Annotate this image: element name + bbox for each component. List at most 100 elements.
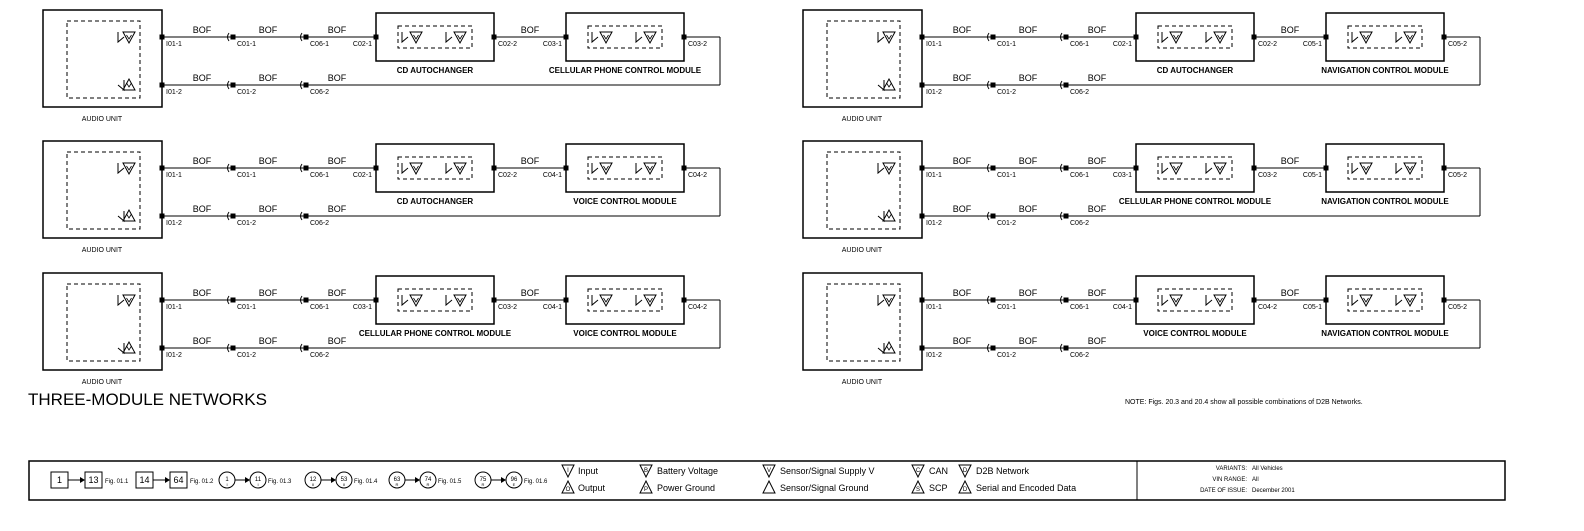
ref-sub: II	[343, 482, 345, 487]
pin-label: C06-2	[310, 352, 329, 359]
transceiver-arrow-icon	[1161, 32, 1169, 44]
pin-label: I01-1	[926, 304, 942, 311]
v-mark-icon	[1363, 34, 1369, 40]
bof-label: BOF	[1088, 156, 1107, 166]
pin-label: C03-2	[498, 304, 517, 311]
module-inner-box	[1157, 156, 1233, 180]
connector-pin	[230, 165, 236, 171]
inline-connector-icon	[987, 211, 990, 221]
bof-label: BOF	[328, 156, 347, 166]
input-symbol-icon	[1213, 31, 1227, 45]
transceiver-arrow-icon	[117, 163, 125, 175]
pin-label: I01-2	[926, 220, 942, 227]
output-symbol-icon	[122, 208, 136, 222]
pin-label: C01-2	[237, 220, 256, 227]
pin-label: C06-2	[1070, 220, 1089, 227]
v-mark-icon	[413, 34, 419, 40]
transceiver-arrow-icon	[877, 80, 885, 92]
bof-label: BOF	[193, 336, 212, 346]
ref-from: 14	[139, 475, 149, 485]
audio-unit-box	[42, 9, 163, 108]
pin-label: C02-1	[353, 172, 372, 179]
pin-label: I01-2	[166, 220, 182, 227]
module-box	[1325, 275, 1445, 325]
pin-label: I01-2	[166, 352, 182, 359]
v-mark-icon	[413, 297, 419, 303]
ref-from: 12	[310, 477, 317, 483]
connector-pin	[1063, 165, 1069, 171]
input-symbol-icon-letter: I	[567, 468, 569, 474]
pin-label: C04-2	[688, 304, 707, 311]
input-symbol-icon	[882, 162, 896, 176]
module-inner-box	[397, 156, 473, 180]
pin-label: C05-1	[1303, 172, 1322, 179]
info-value: All Vehicles	[1252, 466, 1283, 472]
v-mark-icon	[126, 34, 132, 40]
pin-label: C05-2	[1448, 304, 1467, 311]
input-symbol-icon	[453, 294, 467, 308]
pin-label: I01-1	[926, 41, 942, 48]
output-symbol-icon	[882, 340, 896, 354]
sensor-supply-icon-letter: V	[767, 468, 771, 474]
audio-unit-label: AUDIO UNIT	[82, 379, 123, 386]
d2b-network-icon	[958, 464, 972, 479]
ref-arrowhead-icon	[415, 477, 420, 483]
d2b-network-icon-letter: D	[963, 468, 968, 474]
bof-label: BOF	[1019, 336, 1038, 346]
v-mark-icon	[1173, 297, 1179, 303]
transceiver-arrow-icon	[1351, 163, 1359, 175]
legend-scp: SCP	[929, 483, 948, 493]
legend-serial: Serial and Encoded Data	[976, 483, 1076, 493]
note-text: NOTE: Figs. 20.3 and 20.4 show all possi…	[1125, 399, 1363, 406]
inline-connector-icon	[300, 295, 303, 305]
inline-connector-icon	[227, 343, 230, 353]
inline-connector-icon	[1060, 343, 1063, 353]
bof-label: BOF	[1281, 156, 1300, 166]
connector-pin	[990, 213, 996, 219]
pin-label: C02-2	[498, 41, 517, 48]
input-symbol-icon	[409, 294, 423, 308]
connector-pin	[303, 213, 309, 219]
input-symbol-icon	[1169, 162, 1183, 176]
bof-label: BOF	[1019, 156, 1038, 166]
pin-label: I01-2	[926, 89, 942, 96]
ref-sub: R	[396, 482, 399, 487]
legend-power-ground: Power Ground	[657, 483, 715, 493]
transceiver-arrow-icon	[117, 32, 125, 44]
connector-pin	[990, 34, 996, 40]
pin-label: C04-1	[543, 172, 562, 179]
bof-label: BOF	[953, 73, 972, 83]
legend-can: CAN	[929, 466, 948, 476]
pin-label: C06-2	[1070, 352, 1089, 359]
v-mark-icon	[647, 34, 653, 40]
pin-label: C02-1	[1113, 41, 1132, 48]
ref-circle	[505, 471, 523, 489]
module-inner-box	[1347, 288, 1423, 312]
v-mark-icon	[886, 34, 892, 40]
module-label: VOICE CONTROL MODULE	[573, 329, 677, 338]
legend-sensor-supply: Sensor/Signal Supply V	[780, 466, 875, 476]
ref-sub: R	[482, 482, 485, 487]
ref-fig: Fig. 01.5	[438, 479, 462, 485]
audio-unit-label: AUDIO UNIT	[842, 247, 883, 254]
pin-label: C01-1	[997, 172, 1016, 179]
v-mark-icon	[1217, 165, 1223, 171]
transceiver-arrow-icon	[117, 343, 125, 355]
module-label: VOICE CONTROL MODULE	[573, 197, 677, 206]
transceiver-arrow-icon	[591, 32, 599, 44]
input-symbol-icon	[643, 294, 657, 308]
scp-icon	[911, 479, 925, 494]
ref-fig: Fig. 01.3	[268, 479, 292, 485]
input-symbol-icon	[599, 294, 613, 308]
v-mark-icon	[1363, 165, 1369, 171]
ref-circle	[249, 471, 267, 489]
v-mark-icon	[886, 213, 892, 219]
bof-label: BOF	[1088, 73, 1107, 83]
bof-label: BOF	[953, 204, 972, 214]
pin-label: C01-1	[997, 304, 1016, 311]
pin-label: I01-2	[166, 89, 182, 96]
transceiver-arrow-icon	[1395, 295, 1403, 307]
v-mark-icon	[1173, 34, 1179, 40]
input-symbol-icon	[1359, 31, 1373, 45]
